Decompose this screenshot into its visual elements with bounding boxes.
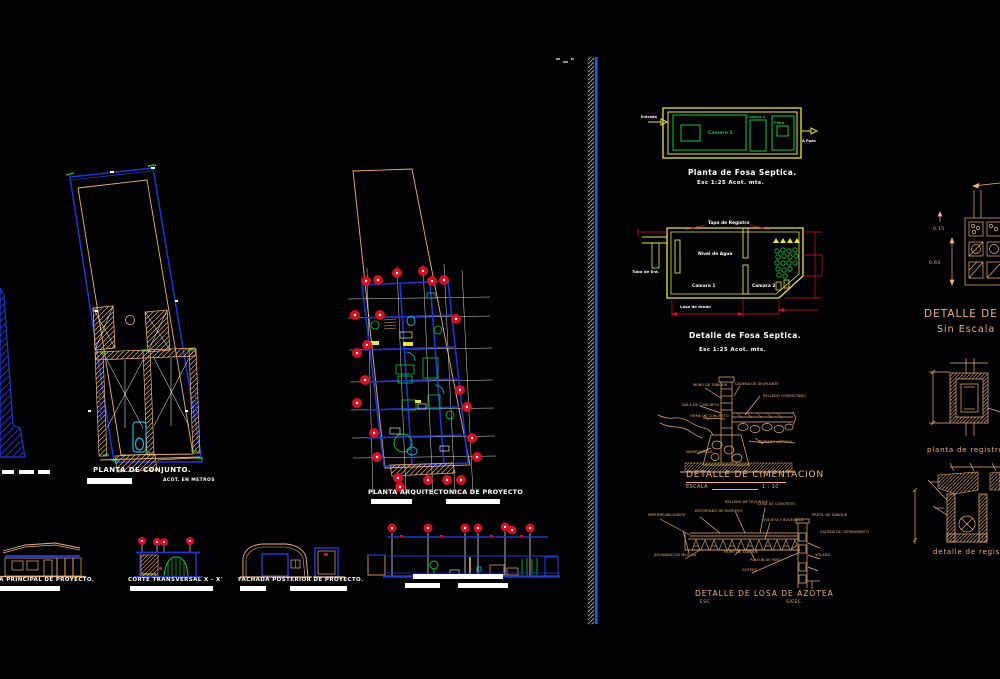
axis-bubbles bbox=[350, 266, 482, 492]
site-plan-title: PLANTA DE CONJUNTO. bbox=[93, 466, 191, 474]
divider-end-marks bbox=[556, 58, 574, 63]
roof-callout: VOLADO bbox=[815, 553, 831, 557]
bottom-slab-label: Losa de fondo bbox=[680, 304, 711, 309]
register-detail-subtitle: Sin Escala bbox=[937, 324, 996, 335]
roof-callout: APLANADO DE MEZCLA bbox=[654, 553, 697, 557]
cover-label: Tapa de Registro bbox=[708, 220, 750, 226]
roof-callout: CADENA DE CERRAMIENTO bbox=[820, 530, 869, 534]
rear-elevation-title: FACHADA POSTERIOR DE PROYECTO. bbox=[238, 577, 364, 583]
septic-plan-title: Planta de Fosa Septica. bbox=[688, 168, 797, 177]
foundation-callout: MAMPOSTERIA bbox=[686, 450, 713, 454]
foundation-scale-label: ESCALA bbox=[686, 484, 708, 490]
floor-plan-title: PLANTA ARQUITECTONICA DE PROYECTO bbox=[368, 488, 524, 496]
chamber1-label: Camara 1 bbox=[692, 283, 715, 289]
scale-bar bbox=[405, 583, 440, 588]
scale-bar bbox=[240, 586, 266, 591]
septic-plan-drawing: Camara 1 Camara 2 Filtro Entrada A Pozo bbox=[641, 107, 819, 159]
register-details-drawing bbox=[912, 182, 1000, 544]
cross-section-drawing bbox=[134, 537, 202, 578]
furniture bbox=[368, 292, 455, 456]
dimension-lines bbox=[637, 224, 823, 317]
roof-slab-scale-left: ESC. bbox=[700, 600, 712, 605]
foundation-callout: FIRME DE CONCRETO bbox=[690, 414, 729, 418]
registro-section-title: detalle de registro bbox=[933, 548, 1000, 556]
street-caption-bar bbox=[2, 470, 14, 474]
rear-elevation-drawing bbox=[240, 543, 345, 578]
floor-plan-drawing bbox=[347, 168, 497, 496]
foundation-callout: TERRENO NATURAL bbox=[758, 440, 793, 444]
chamber2-label: Camara 2 bbox=[747, 115, 766, 119]
joist-triangles bbox=[691, 539, 798, 551]
chamber1-label: Camara 1 bbox=[708, 130, 733, 136]
inlet-pipe-label: Tubo de Ent. bbox=[632, 269, 660, 274]
scale-bar bbox=[130, 586, 213, 591]
roof-callout: LOSA DE CONCRETO bbox=[758, 502, 796, 506]
foundation-callout: MURO DE TABIQUE bbox=[693, 383, 728, 387]
roof-callout: ENTORTADO DE MORTERO bbox=[695, 509, 743, 513]
front-elevation-drawing bbox=[0, 542, 86, 578]
roof-callout: GOTERO bbox=[742, 568, 758, 572]
foundation-title-underline bbox=[686, 482, 786, 483]
roof-callout: PLAFON DE YESO bbox=[750, 558, 782, 562]
foundation-callout: RELLENO COMPACTADO bbox=[763, 394, 806, 398]
driveway-hatch bbox=[389, 462, 456, 477]
scale-bar bbox=[0, 586, 60, 591]
roof-slab-detail-drawing bbox=[659, 507, 821, 589]
foundation-title: DETALLE DE CIMENTACION bbox=[686, 470, 824, 480]
roof-callout: VIGUETA Y BOVEDILLA bbox=[763, 518, 804, 522]
adjacent-lot-hatch bbox=[0, 287, 26, 458]
roof-slab-scale-right: S/ESC. bbox=[786, 600, 804, 605]
site-plan-subtitle: ACOT. EN METROS bbox=[163, 478, 215, 483]
cross-section-title: CORTE TRANSVERSAL X - X' bbox=[128, 577, 223, 583]
street-caption-bar bbox=[19, 470, 34, 474]
register-detail-title: DETALLE DE bbox=[924, 308, 998, 320]
foundation-callout: CADENA DE DESPLANTE bbox=[735, 382, 779, 386]
septic-section-drawing: Tapa de Registro Nivel de Agua Tubo de E… bbox=[632, 220, 823, 317]
roof-callout: RELLENO DE TEZONTLE bbox=[725, 500, 768, 504]
foundation-scale-value: 1 : 10 bbox=[762, 484, 779, 490]
front-elevation-title: FACHADA PRINCIPAL DE PROYECTO. bbox=[0, 577, 95, 583]
scale-bar bbox=[458, 583, 508, 588]
street-caption-bar bbox=[38, 470, 50, 474]
registro-plan-title: planta de registro bbox=[927, 446, 1000, 454]
survey-corner-marks bbox=[65, 164, 203, 461]
sheet-divider bbox=[556, 56, 598, 625]
site-plan-drawing bbox=[65, 164, 203, 473]
filter-label: Filtro bbox=[774, 121, 785, 125]
longitudinal-section-drawing bbox=[367, 522, 560, 578]
scale-bar bbox=[87, 478, 132, 484]
car-symbol bbox=[132, 421, 147, 453]
section-title-bar bbox=[413, 574, 503, 579]
register-dim-depth: 0,60 bbox=[929, 261, 941, 266]
filter-media bbox=[774, 247, 799, 279]
septic-section-title: Detalle de Fosa Septica. bbox=[689, 331, 801, 340]
driveway-hatch bbox=[114, 453, 158, 473]
scale-bar bbox=[446, 499, 500, 504]
water-level-label: Nivel de Agua bbox=[698, 251, 732, 257]
scale-bar bbox=[290, 586, 347, 591]
roof-slab-title: DETALLE DE LOSA DE AZOTEA bbox=[695, 589, 834, 598]
foundation-scale-line bbox=[712, 489, 758, 490]
elevations-row bbox=[0, 522, 560, 578]
foundation-callout: DALA DE CONCRETO bbox=[682, 403, 720, 407]
patio-boxes bbox=[92, 305, 171, 353]
inlet-label: Entrada bbox=[641, 115, 658, 119]
roof-callout: IMPERMEABILIZANTE bbox=[648, 513, 686, 517]
septic-section-subtitle: Esc 1:25 Acot. mts. bbox=[699, 347, 767, 353]
septic-plan-subtitle: Esc 1:25 Acot. mts. bbox=[697, 180, 765, 186]
roof-callout: MURO DE TABIQUE bbox=[724, 550, 759, 554]
registro-section-shape bbox=[937, 471, 1000, 543]
outlet-label: A Pozo bbox=[802, 139, 816, 143]
roof-callout: PRETIL DE TABIQUE bbox=[812, 513, 848, 517]
chamber2-label: Camara 2 bbox=[752, 283, 775, 289]
foundation-detail-drawing bbox=[657, 376, 797, 473]
register-dim-height: 0,15 bbox=[933, 227, 945, 232]
scale-bar bbox=[371, 499, 412, 504]
